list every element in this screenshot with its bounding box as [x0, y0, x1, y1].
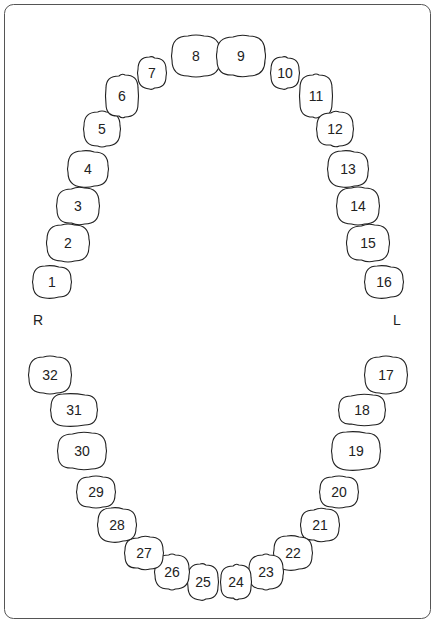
tooth-outline: 19 [331, 432, 381, 470]
tooth-outline: 29 [76, 476, 116, 508]
tooth-number: 25 [187, 574, 219, 590]
tooth-number: 3 [56, 198, 100, 214]
side-label: R [33, 312, 43, 328]
tooth-number: 19 [331, 443, 381, 459]
tooth-contour [58, 432, 107, 470]
tooth-outline: 1 [32, 266, 72, 298]
tooth-number: 22 [273, 545, 313, 561]
tooth-number: 31 [50, 402, 98, 418]
tooth-number: 13 [327, 161, 369, 177]
tooth-outline: 27 [124, 536, 164, 570]
tooth-number: 8 [171, 48, 221, 64]
tooth-contour [332, 432, 381, 471]
tooth-outline: 30 [57, 432, 107, 470]
tooth-outline: 6 [105, 74, 139, 118]
tooth-contour [300, 74, 333, 118]
tooth-number: 10 [270, 65, 300, 81]
tooth-number: 2 [46, 235, 90, 251]
tooth-number: 4 [67, 161, 109, 177]
tooth-number: 32 [28, 367, 72, 383]
tooth-contour [106, 74, 139, 118]
tooth-outline: 24 [220, 564, 252, 600]
tooth-outline: 32 [28, 356, 72, 394]
tooth-outline: 8 [171, 35, 221, 77]
tooth-outline: 14 [336, 187, 380, 225]
frame-border [5, 5, 431, 619]
tooth-outline: 23 [248, 554, 284, 590]
tooth-number: 28 [97, 517, 137, 533]
tooth-contour [188, 564, 219, 601]
tooth-outline: 9 [216, 35, 266, 77]
tooth-number: 1 [32, 274, 72, 290]
tooth-contour [77, 476, 116, 508]
tooth-contour [365, 266, 404, 299]
tooth-outline: 15 [346, 224, 390, 262]
tooth-outline: 20 [319, 476, 359, 508]
tooth-number: 11 [299, 88, 333, 104]
tooth-number: 30 [57, 443, 107, 459]
tooth-contour [328, 151, 369, 188]
tooth-outline: 2 [46, 224, 90, 262]
tooth-outline: 17 [364, 356, 408, 394]
tooth-outline: 21 [300, 508, 340, 542]
tooth-number: 17 [364, 367, 408, 383]
tooth-number: 20 [319, 484, 359, 500]
tooth-number: 23 [248, 564, 284, 580]
tooth-outline: 10 [270, 57, 300, 89]
tooth-number: 24 [220, 574, 252, 590]
tooth-outline: 3 [56, 187, 100, 225]
tooth-contour [365, 356, 408, 394]
tooth-contour [317, 111, 354, 147]
tooth-contour [125, 536, 164, 570]
tooth-outline: 28 [97, 508, 137, 542]
tooth-contour [138, 57, 167, 90]
tooth-number: 27 [124, 545, 164, 561]
tooth-outline: 31 [50, 394, 98, 426]
tooth-number: 9 [216, 48, 266, 64]
tooth-outline: 25 [187, 564, 219, 600]
tooth-number: 7 [137, 65, 167, 81]
tooth-outline: 11 [299, 74, 333, 118]
tooth-number: 5 [83, 121, 121, 137]
tooth-number: 14 [336, 198, 380, 214]
tooth-number: 29 [76, 484, 116, 500]
tooth-outline: 18 [338, 394, 386, 426]
tooth-contour [47, 224, 90, 262]
tooth-contour [301, 508, 340, 542]
tooth-number: 15 [346, 235, 390, 251]
tooth-contour [249, 554, 284, 590]
tooth-contour [217, 35, 266, 77]
tooth-number: 21 [300, 517, 340, 533]
tooth-contour [221, 564, 252, 600]
tooth-contour [33, 266, 72, 299]
tooth-contour [29, 356, 72, 394]
tooth-outline: 7 [137, 57, 167, 89]
tooth-contour [320, 476, 359, 508]
tooth-number: 6 [105, 88, 139, 104]
tooth-contour [57, 187, 100, 225]
side-label: L [393, 312, 401, 328]
tooth-outline: 12 [316, 111, 354, 147]
tooth-contour [68, 151, 109, 188]
tooth-number: 12 [316, 121, 354, 137]
tooth-contour [337, 187, 380, 225]
tooth-outline: 16 [364, 266, 404, 298]
tooth-contour [271, 57, 300, 90]
tooth-number: 26 [154, 564, 190, 580]
tooth-outline: 13 [327, 151, 369, 187]
tooth-outline: 4 [67, 151, 109, 187]
tooth-contour [51, 394, 98, 427]
tooth-contour [339, 394, 386, 426]
tooth-contour [172, 35, 221, 77]
tooth-number: 18 [338, 402, 386, 418]
tooth-number: 16 [364, 274, 404, 290]
tooth-contour [347, 224, 390, 262]
tooth-contour [98, 508, 137, 543]
